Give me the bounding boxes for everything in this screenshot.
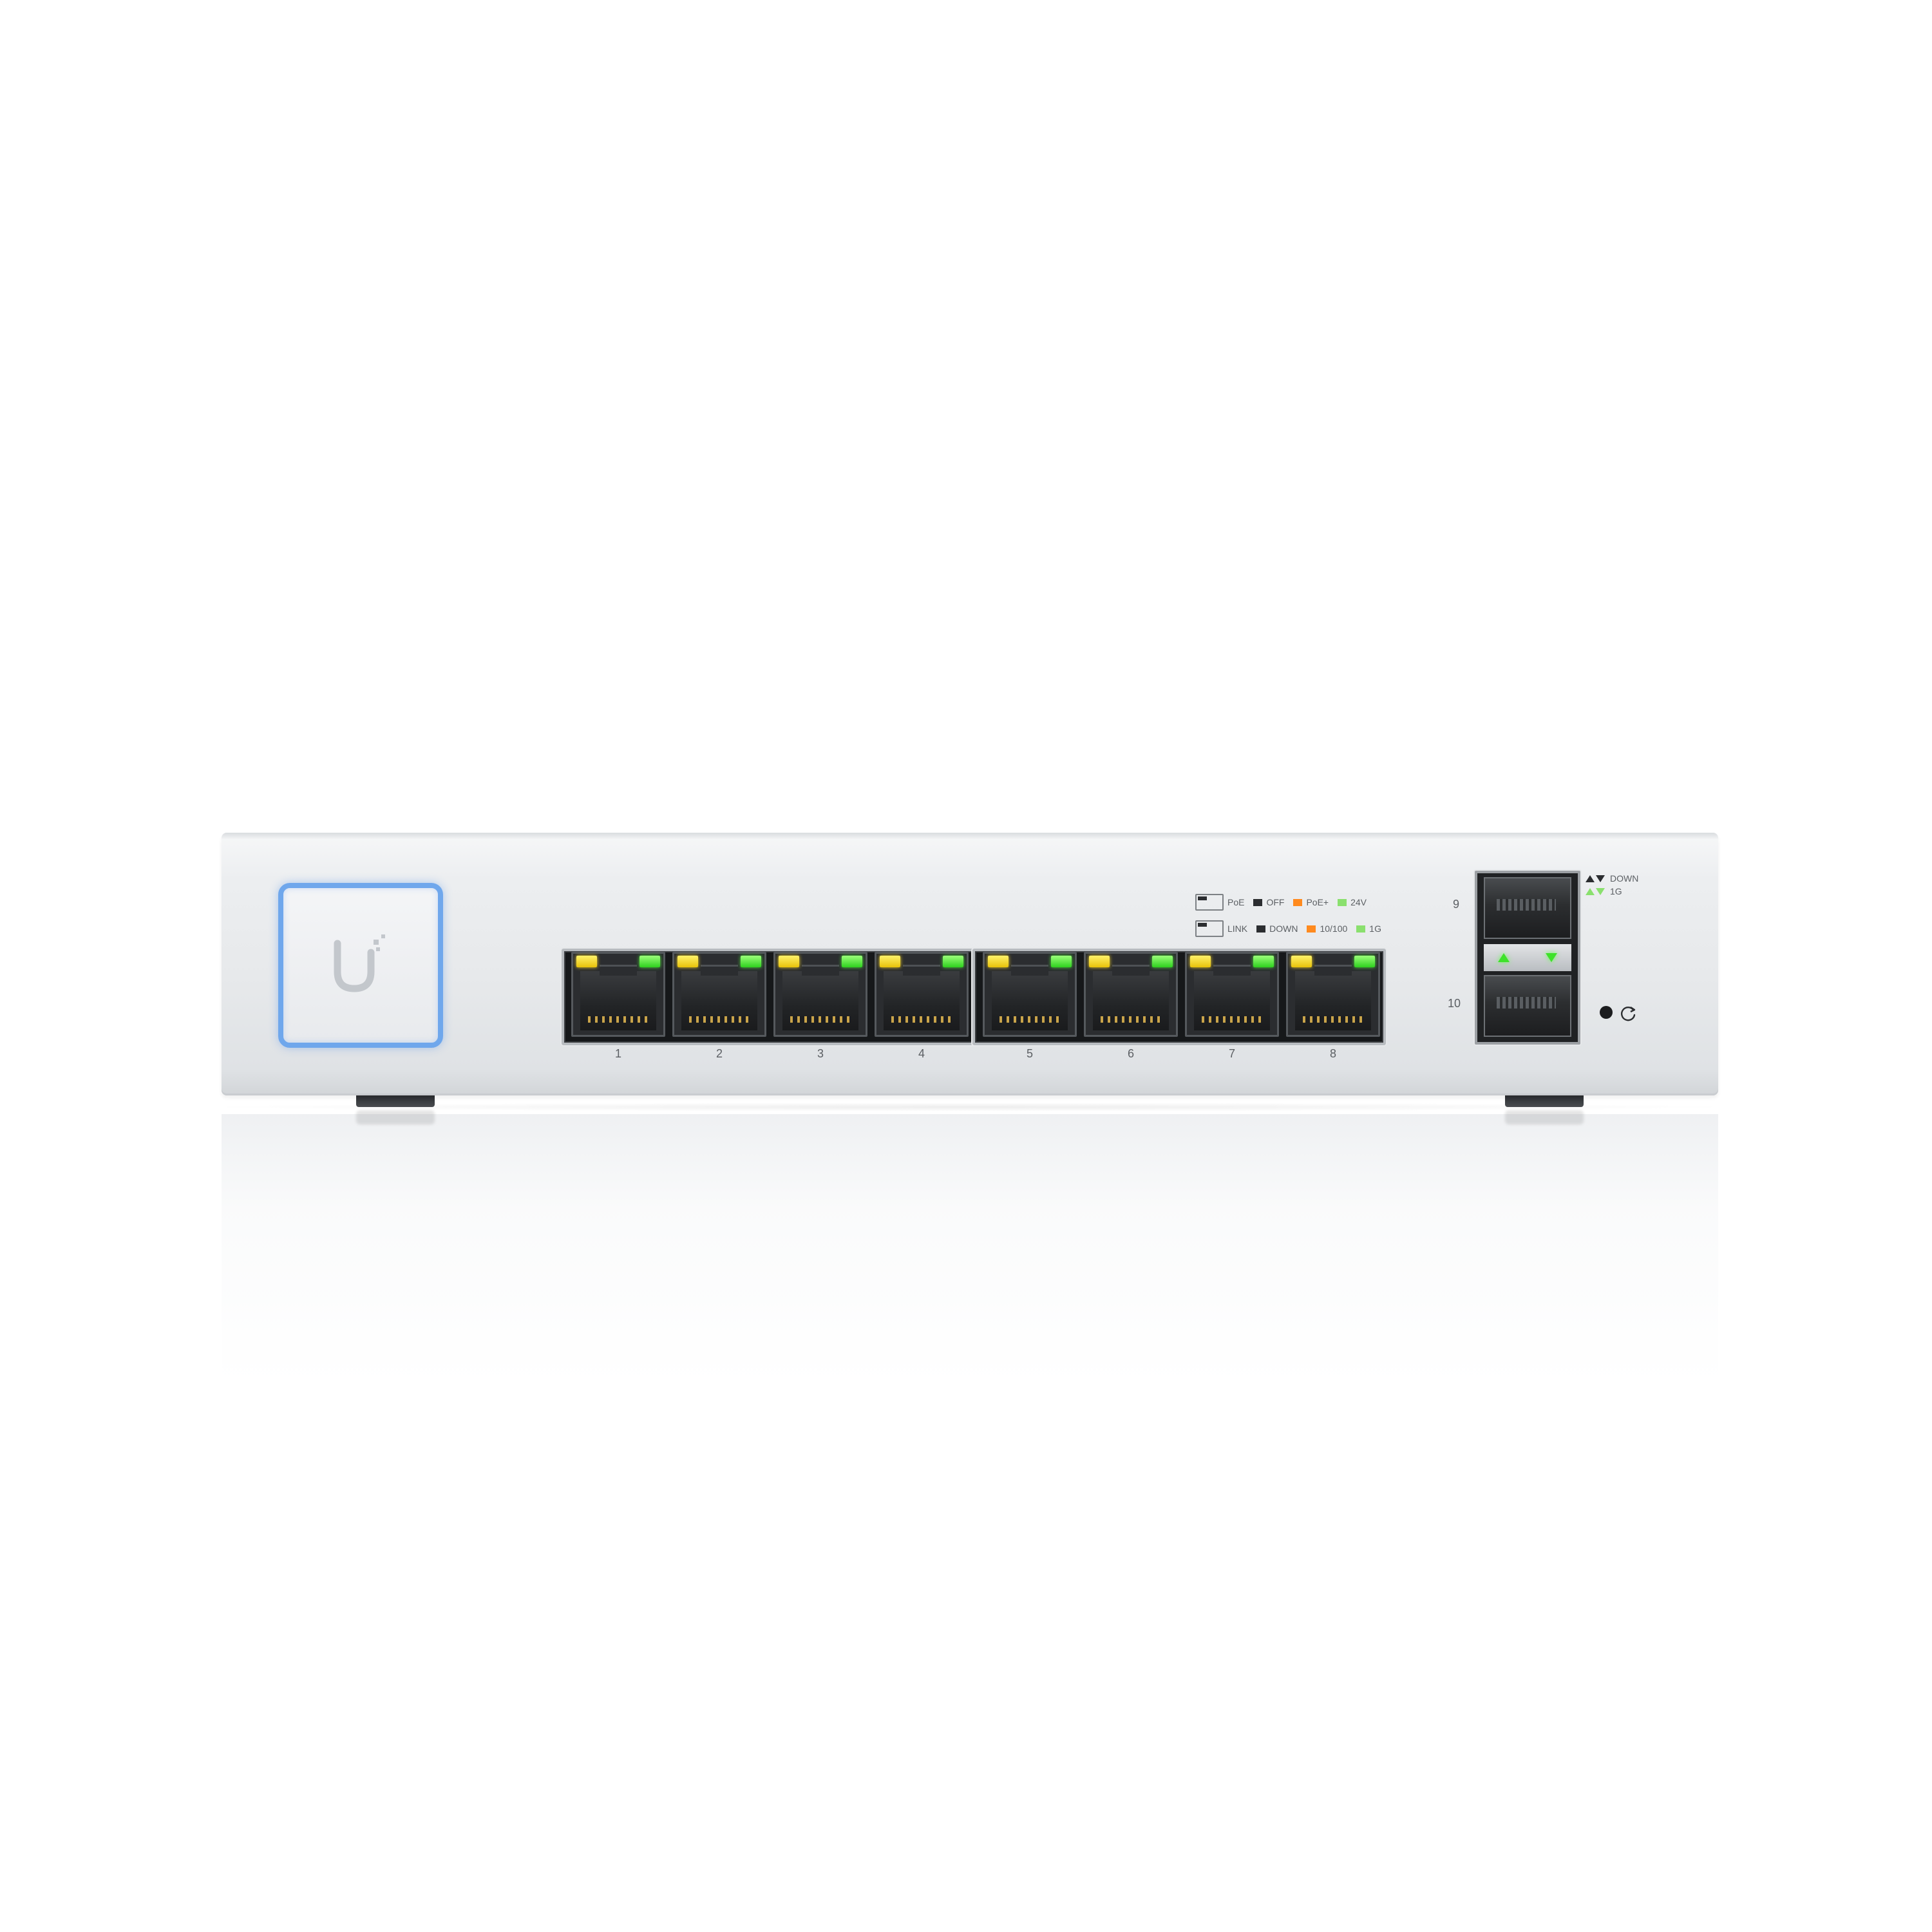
port-led-green <box>1051 956 1072 967</box>
legend-swatch-amber <box>1307 925 1316 933</box>
port-led-amber <box>1089 956 1110 967</box>
legend-swatch-green <box>1338 898 1347 906</box>
port-led-amber <box>1291 956 1312 967</box>
port-led-amber <box>880 956 900 967</box>
port-latch-notch <box>903 965 940 976</box>
port-latch-notch <box>1112 965 1150 976</box>
port-latch-notch <box>1213 965 1251 976</box>
legend-poe-off: OFF <box>1266 897 1285 907</box>
sfp-led-down-icon <box>1546 953 1557 962</box>
triangle-up-icon <box>1586 887 1595 895</box>
port-latch-notch <box>1314 965 1352 976</box>
right-foot-shadow <box>1505 1110 1584 1124</box>
legend-poe: PoE OFF PoE+ 24V <box>1195 894 1367 911</box>
port-contact-pins <box>1101 1016 1161 1023</box>
port-label-4: 4 <box>918 1047 925 1060</box>
port-led-green <box>943 956 963 967</box>
sfp-led-up-icon <box>1498 953 1510 962</box>
port-contact-pins <box>790 1016 851 1023</box>
legend-poe-24v: 24V <box>1350 897 1367 907</box>
sfp-label-10: 10 <box>1448 997 1461 1010</box>
port-label-5: 5 <box>1026 1047 1033 1060</box>
sfp-legend-1g-text: 1G <box>1610 886 1622 896</box>
left-foot-shadow <box>356 1110 435 1124</box>
port-label-1: 1 <box>614 1047 621 1060</box>
rj45-port-4[interactable] <box>875 952 969 1037</box>
left-foot <box>356 1095 435 1107</box>
legend-link-name: LINK <box>1227 923 1248 934</box>
sfp-legend-down: DOWN <box>1586 873 1638 884</box>
sfp-legend-down-text: DOWN <box>1610 873 1639 884</box>
ubiquiti-logo-icon <box>334 934 385 992</box>
sfp-legend-1g: 1G <box>1586 886 1622 896</box>
port-led-amber <box>1190 956 1211 967</box>
legend-link-down: DOWN <box>1269 923 1298 934</box>
rj45-port-1[interactable] <box>571 952 665 1037</box>
legend-swatch-black <box>1253 898 1263 906</box>
port-led-amber <box>677 956 698 967</box>
port-latch-notch <box>802 965 839 976</box>
port-outline-icon <box>1195 920 1224 937</box>
port-latch-notch <box>701 965 738 976</box>
port-led-green <box>741 956 761 967</box>
rj45-port-2[interactable] <box>672 952 766 1037</box>
port-latch-notch <box>600 965 637 976</box>
triangle-up-icon <box>1586 875 1595 882</box>
port-contact-pins <box>999 1016 1060 1023</box>
right-foot <box>1505 1095 1584 1107</box>
legend-link-1g: 1G <box>1369 923 1381 934</box>
port-label-8: 8 <box>1329 1047 1336 1060</box>
legend-link-10-100: 10/100 <box>1320 923 1348 934</box>
port-latch-notch <box>1011 965 1048 976</box>
port-contact-pins <box>1303 1016 1363 1023</box>
port-led-green <box>1354 956 1375 967</box>
reset-icon <box>1621 1007 1636 1021</box>
legend-swatch-black <box>1256 925 1266 933</box>
rj45-port-3[interactable] <box>773 952 867 1037</box>
port-led-amber <box>576 956 597 967</box>
sfp-divider <box>1484 944 1571 971</box>
port-led-green <box>639 956 660 967</box>
port-outline-icon <box>1195 894 1224 911</box>
port-contact-pins <box>588 1016 649 1023</box>
legend-swatch-amber <box>1293 898 1303 906</box>
port-contact-pins <box>891 1016 952 1023</box>
chassis-reflection <box>222 1114 1718 1385</box>
port-led-amber <box>779 956 799 967</box>
sfp-port-9[interactable] <box>1484 877 1571 939</box>
triangle-down-icon <box>1596 887 1605 895</box>
port-label-2: 2 <box>715 1047 723 1060</box>
chassis-top-edge <box>222 833 1718 839</box>
port-contact-pins <box>1202 1016 1262 1023</box>
triangle-down-icon <box>1596 875 1605 882</box>
rj45-port-6[interactable] <box>1084 952 1178 1037</box>
sfp-label-9: 9 <box>1453 898 1460 911</box>
port-label-6: 6 <box>1127 1047 1134 1060</box>
port-label-7: 7 <box>1228 1047 1235 1060</box>
legend-poe-plus: PoE+ <box>1306 897 1329 907</box>
legend-link: LINK DOWN 10/100 1G <box>1195 920 1381 937</box>
sfp-port-10[interactable] <box>1484 975 1571 1037</box>
shelf-shadow <box>193 1103 1745 1112</box>
port-label-3: 3 <box>817 1047 824 1060</box>
rj45-port-5[interactable] <box>983 952 1077 1037</box>
legend-poe-name: PoE <box>1227 897 1245 907</box>
rj45-port-7[interactable] <box>1185 952 1279 1037</box>
reset-button[interactable] <box>1600 1006 1613 1019</box>
legend-swatch-green <box>1356 925 1366 933</box>
port-led-amber <box>988 956 1009 967</box>
port-led-green <box>1253 956 1274 967</box>
port-led-green <box>1152 956 1173 967</box>
logo-panel <box>278 883 443 1048</box>
sfp-cage <box>1475 871 1580 1045</box>
port-contact-pins <box>689 1016 750 1023</box>
port-led-green <box>842 956 862 967</box>
rj45-port-8[interactable] <box>1286 952 1380 1037</box>
